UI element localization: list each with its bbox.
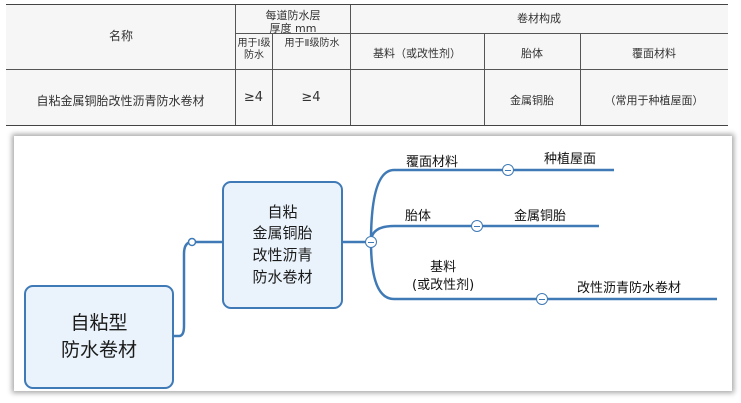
header-cover: 覆面材料 bbox=[632, 47, 676, 60]
branch-base-value[interactable]: 改性沥青防水卷材 bbox=[577, 281, 682, 296]
branch-carrier-label[interactable]: 胎体 bbox=[405, 209, 432, 224]
row-grade2: ≥4 bbox=[301, 90, 321, 105]
row-name: 自粘金属铜胎改性沥青防水卷材 bbox=[36, 94, 205, 108]
root-node[interactable]: 自粘型 防水卷材 bbox=[24, 285, 174, 389]
table-divider bbox=[272, 33, 273, 125]
collapse-toggle-cover[interactable] bbox=[502, 164, 514, 176]
header-grade2: 用于Ⅱ级防水 bbox=[284, 38, 340, 49]
center-node[interactable]: 自粘 金属铜胎 改性沥青 防水卷材 bbox=[222, 181, 343, 309]
table-divider bbox=[6, 69, 728, 70]
row-grade1: ≥4 bbox=[243, 90, 264, 105]
table-divider bbox=[350, 5, 351, 125]
spec-table: 名称 每道防水层 厚度 mm 用于Ⅰ级防水 用于Ⅱ级防水 卷材构成 基料（或改性… bbox=[6, 4, 728, 126]
branch-base-label[interactable]: 基料 (或改性剂) bbox=[412, 260, 475, 293]
collapse-toggle-center[interactable] bbox=[365, 236, 377, 248]
header-base: 基料（或改性剂） bbox=[373, 47, 461, 60]
header-thickness-title: 每道防水层 bbox=[265, 9, 321, 22]
table-divider bbox=[235, 33, 728, 34]
header-name: 名称 bbox=[108, 29, 133, 43]
collapse-toggle-base[interactable] bbox=[536, 293, 548, 305]
header-composition: 卷材构成 bbox=[517, 12, 561, 25]
header-carrier: 胎体 bbox=[521, 47, 543, 60]
table-divider bbox=[235, 5, 236, 125]
table-divider bbox=[580, 33, 581, 125]
table-divider bbox=[484, 33, 485, 125]
branch-cover-label[interactable]: 覆面材料 bbox=[406, 155, 459, 170]
header-grade1: 用于Ⅰ级防水 bbox=[237, 38, 271, 61]
mind-map: 自粘型 防水卷材 自粘 金属铜胎 改性沥青 防水卷材 覆面材料 种植屋面 胎体 … bbox=[14, 136, 732, 391]
branch-cover-value[interactable]: 种植屋面 bbox=[544, 152, 597, 167]
branch-carrier-value[interactable]: 金属铜胎 bbox=[514, 209, 567, 224]
row-carrier: 金属铜胎 bbox=[510, 94, 554, 107]
collapse-toggle-carrier[interactable] bbox=[471, 220, 483, 232]
row-cover: （常用于种植屋面） bbox=[604, 94, 704, 107]
header-thickness-unit: 厚度 mm bbox=[269, 22, 317, 35]
